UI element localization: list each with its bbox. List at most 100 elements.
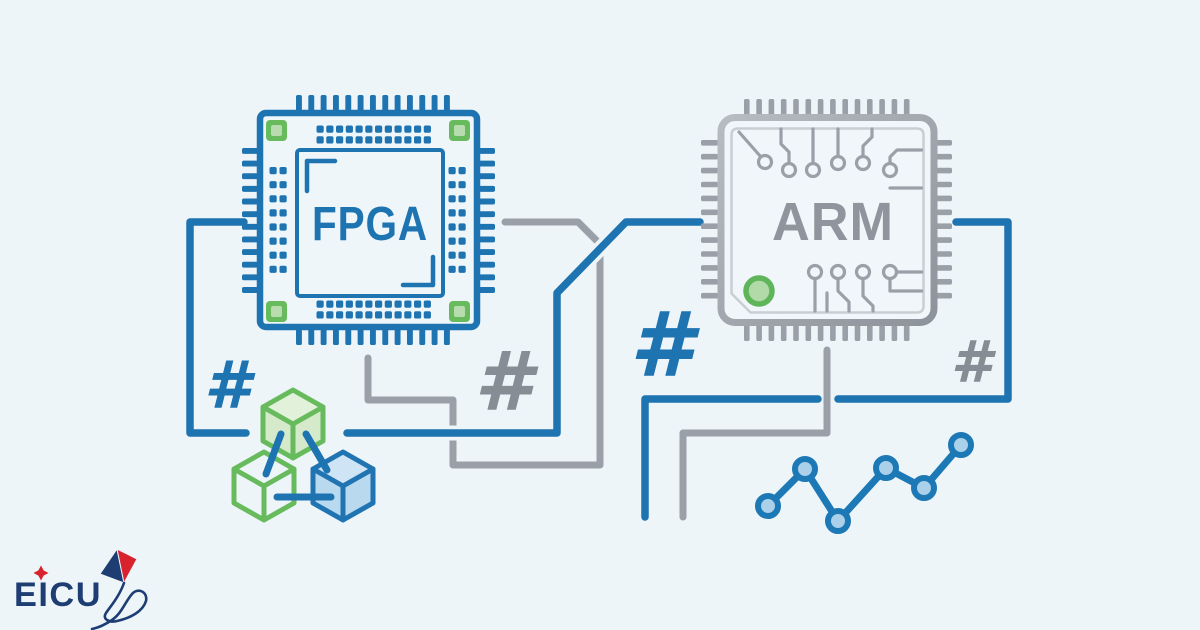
grid-cell [269,167,277,175]
grid-cell [404,311,412,319]
grid-cell [448,167,456,175]
chip-pin [296,95,302,111]
chip-pin [357,95,364,111]
grid-cell [326,136,334,144]
chip-pin [935,181,952,188]
grid-cell [448,223,456,231]
hash-symbols: # # # # [204,293,997,430]
block-connectors [262,430,335,501]
corner-pad [449,120,470,141]
chip-pin [780,324,787,341]
chip-pin [935,223,952,229]
graph-node [948,432,974,458]
fpga-chip-icon: FPGA [242,95,495,345]
grid-cell [394,136,402,144]
grid-cell [448,195,456,203]
chip-pin [756,324,762,341]
grid-cell [316,125,324,133]
grid-cell [404,300,412,308]
chip-pin [830,324,836,341]
graph-node [755,493,781,519]
chip-pin [935,251,952,257]
chip-pin [479,274,495,281]
chip-pin [903,324,910,341]
arm-pins [701,99,952,341]
grid-cell [279,167,287,175]
chip-pin [242,249,258,256]
chip-pin [830,99,836,116]
blue-line-arm-right-tail [641,395,822,521]
grid-cell [355,300,363,308]
blue-line-arm-right-loop [834,218,1012,403]
linked-blocks-icon [231,387,376,523]
chip-pin [744,99,750,116]
arm-inner-outline [730,127,925,314]
chip-pin [935,265,952,271]
chip-pin [701,237,718,243]
chip-pin [479,185,495,192]
chip-pin [805,99,812,116]
arm-label: ARM [772,192,894,252]
chip-pin [817,99,824,116]
grid-cell [458,195,466,203]
grid-cell [448,251,456,259]
chip-pin [296,329,302,345]
graph-node [792,456,818,482]
grid-cell [375,300,383,308]
chip-pin [320,95,327,111]
grid-cell [279,251,287,259]
chip-pin [935,279,952,285]
chip-pin [891,99,898,116]
chip-pin [242,160,258,167]
graph-node [825,508,851,534]
chip-pin [793,99,799,116]
chip-pin [479,148,495,154]
chip-pin [242,198,258,205]
chip-pin [701,292,718,299]
grid-cell [336,300,344,308]
grid-cell [375,125,383,133]
chip-pin [768,99,775,116]
chip-pin [406,95,413,111]
chip-pin [242,211,258,218]
chip-pin [768,324,775,341]
grid-cell [316,136,324,144]
grid-cell [365,311,373,319]
grid-cell [336,311,344,319]
chip-pin [891,324,898,341]
chip-pin [242,223,258,230]
graph-node [911,475,937,501]
grid-cell [336,125,344,133]
grid-cell [345,125,353,133]
chip-pin [479,261,495,268]
grid-cell [269,181,277,189]
chip-pin [345,329,352,345]
grid-cell [458,223,466,231]
grid-cell [448,237,456,245]
grid-cell [355,125,363,133]
grid-cell [458,265,466,273]
chip-pin [479,198,495,205]
die-bracket-bottom-right [400,254,436,288]
grid-cell [279,237,287,245]
grid-cell [345,311,353,319]
chip-pin [431,95,438,111]
chip-pin [479,249,495,256]
chip-pin [701,265,718,271]
grid-cell [448,181,456,189]
chip-pin [867,99,873,116]
grid-cell [414,311,422,319]
corner-pad [266,301,287,322]
hash-icon: # [204,347,256,424]
chip-pin [394,95,401,111]
fpga-die [295,148,445,298]
corner-pad [266,120,287,141]
grid-cell [448,209,456,217]
chip-pin [879,99,885,116]
chip-pin [935,153,952,160]
chip-pin [701,167,718,174]
chip-pin [479,223,495,230]
chip-pin [701,251,718,257]
blue-line-fpga-left-loop [186,218,250,437]
